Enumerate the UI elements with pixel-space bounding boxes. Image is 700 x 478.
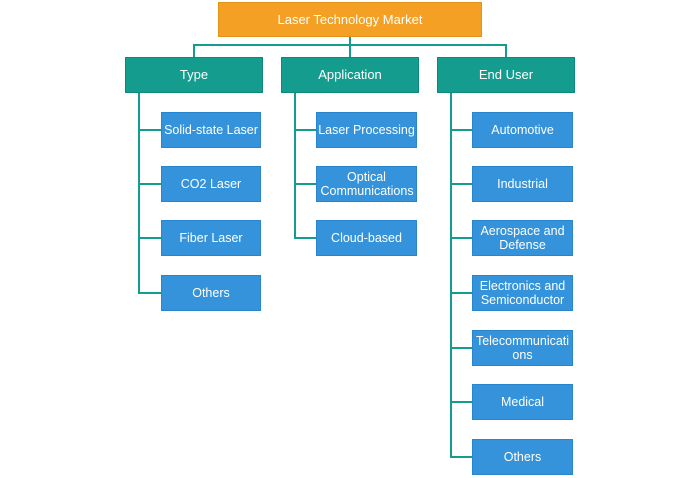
end-user-spine bbox=[450, 93, 452, 458]
application-item: Laser Processing bbox=[316, 112, 417, 148]
application-item-label: Laser Processing bbox=[318, 123, 415, 137]
end-user-item: Aerospace and Defense bbox=[472, 220, 573, 256]
application-item-label: Optical Communications bbox=[320, 170, 414, 198]
root-label: Laser Technology Market bbox=[277, 11, 423, 27]
end-user-branch bbox=[450, 347, 472, 349]
end-user-branch bbox=[450, 183, 472, 185]
end-user-item-label: Aerospace and Defense bbox=[480, 224, 565, 252]
application-item: Optical Communications bbox=[316, 166, 417, 202]
end-user-item-label: Automotive bbox=[491, 123, 554, 137]
category-type: Type bbox=[125, 57, 263, 93]
end-user-item: Electronics and Semiconductor bbox=[472, 275, 573, 311]
application-branch bbox=[294, 237, 316, 239]
type-item-label: CO2 Laser bbox=[180, 177, 242, 191]
connector-to-application bbox=[349, 44, 351, 58]
type-item: Solid-state Laser bbox=[161, 112, 261, 148]
application-branch bbox=[294, 129, 316, 131]
category-application: Application bbox=[281, 57, 419, 93]
application-spine bbox=[294, 93, 296, 239]
end-user-branch bbox=[450, 401, 472, 403]
end-user-item: Medical bbox=[472, 384, 573, 420]
end-user-item-label: Others bbox=[503, 450, 542, 464]
type-spine bbox=[138, 93, 140, 293]
type-item: CO2 Laser bbox=[161, 166, 261, 202]
connector-to-end-user bbox=[505, 44, 507, 58]
end-user-branch bbox=[450, 237, 472, 239]
end-user-item-label: Medical bbox=[500, 395, 545, 409]
type-branch bbox=[138, 183, 161, 185]
end-user-item: Automotive bbox=[472, 112, 573, 148]
type-branch bbox=[138, 292, 161, 294]
end-user-item: Industrial bbox=[472, 166, 573, 202]
type-item-label: Fiber Laser bbox=[179, 231, 243, 245]
category-end-user: End User bbox=[437, 57, 575, 93]
type-branch bbox=[138, 237, 161, 239]
end-user-branch bbox=[450, 129, 472, 131]
end-user-item: Telecommunications bbox=[472, 330, 573, 366]
end-user-branch bbox=[450, 456, 472, 458]
end-user-item: Others bbox=[472, 439, 573, 475]
category-label: End User bbox=[478, 67, 534, 82]
type-item: Fiber Laser bbox=[161, 220, 261, 256]
category-label: Type bbox=[179, 67, 209, 82]
root-node: Laser Technology Market bbox=[218, 2, 482, 37]
type-item-label: Others bbox=[192, 286, 230, 300]
end-user-item-label: Telecommunications bbox=[475, 334, 570, 362]
end-user-item-label: Electronics and Semiconductor bbox=[479, 279, 566, 307]
type-item-label: Solid-state Laser bbox=[164, 123, 258, 137]
application-branch bbox=[294, 183, 316, 185]
end-user-branch bbox=[450, 292, 472, 294]
application-item-label: Cloud-based bbox=[331, 231, 402, 245]
end-user-item-label: Industrial bbox=[497, 177, 548, 191]
connector-to-type bbox=[193, 44, 195, 58]
type-item: Others bbox=[161, 275, 261, 311]
application-item: Cloud-based bbox=[316, 220, 417, 256]
type-branch bbox=[138, 129, 161, 131]
category-label: Application bbox=[318, 67, 382, 82]
connector-root-down bbox=[349, 37, 351, 45]
